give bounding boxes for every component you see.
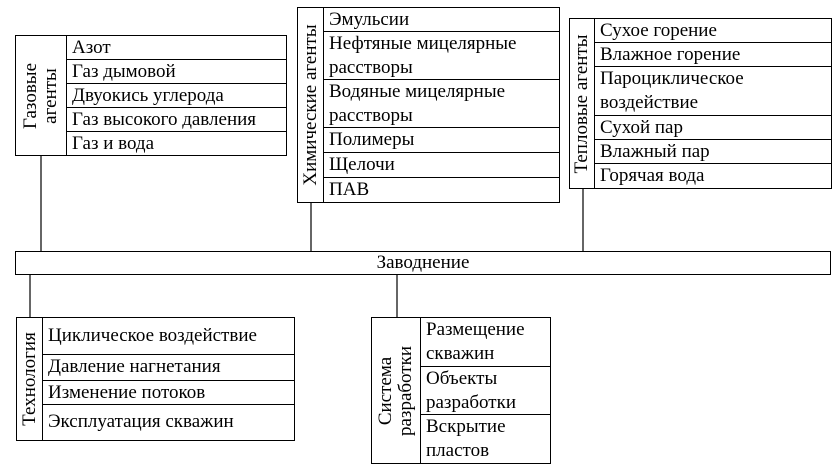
gas-agents-label: Газовые агенты	[16, 36, 67, 155]
list-item: Давление нагнетания	[43, 355, 294, 381]
technology-list: Циклическое воздействие Давление нагнета…	[43, 318, 294, 440]
list-item: Объекты разработки	[421, 367, 550, 415]
list-item: Азот	[67, 36, 286, 60]
development-system-box: Система разработки Размещение скважин Об…	[371, 317, 551, 464]
list-item: Полимеры	[324, 128, 559, 153]
list-item: Сухой пар	[595, 116, 831, 140]
list-item: ПАВ	[329, 179, 370, 200]
list-item: Сухое горение	[595, 19, 831, 43]
list-item: Щелочи	[324, 153, 559, 178]
waterflooding-bar: Заводнение	[15, 251, 831, 275]
list-item: Изменение потоков	[43, 381, 294, 405]
development-system-list: Размещение скважин Объекты разработки Вс…	[421, 318, 550, 463]
list-item: Эксплуатация скважин	[48, 411, 234, 432]
list-item: Двуокись углерода	[67, 84, 286, 108]
chemical-agents-list: Эмульсии Нефтяные мицелярные расстворы В…	[324, 8, 559, 202]
thermal-agents-label: Тепловые агенты	[570, 19, 595, 188]
list-item: Вскрытие пластов	[426, 416, 506, 461]
list-item: Эмульсии	[324, 8, 559, 32]
list-item: Влажный пар	[595, 140, 831, 164]
thermal-agents-box: Тепловые агенты Сухое горение Влажное го…	[569, 18, 832, 189]
list-item: Пароциклическое воздействие	[595, 67, 831, 116]
list-item: Газ дымовой	[67, 60, 286, 84]
gas-agents-list: Азот Газ дымовой Двуокись углерода Газ в…	[67, 36, 286, 155]
list-item: Циклическое воздействие	[43, 318, 294, 355]
list-item: Размещение скважин	[421, 318, 550, 367]
technology-label: Технология	[17, 318, 43, 440]
list-item: Газ высокого давления	[67, 108, 286, 132]
list-item: Горячая вода	[600, 165, 705, 186]
list-item: Влажное горение	[595, 43, 831, 67]
development-system-label: Система разработки	[372, 318, 421, 463]
gas-agents-box: Газовые агенты Азот Газ дымовой Двуокись…	[15, 35, 287, 156]
technology-box: Технология Циклическое воздействие Давле…	[16, 317, 295, 441]
chemical-agents-label: Химические агенты	[298, 8, 324, 202]
list-item: Газ и вода	[72, 133, 155, 154]
chemical-agents-box: Химические агенты Эмульсии Нефтяные мице…	[297, 7, 560, 203]
list-item: Водяные мицелярные расстворы	[324, 80, 559, 128]
thermal-agents-list: Сухое горение Влажное горение Пароциклич…	[595, 19, 831, 188]
list-item: Нефтяные мицелярные расстворы	[324, 32, 559, 80]
